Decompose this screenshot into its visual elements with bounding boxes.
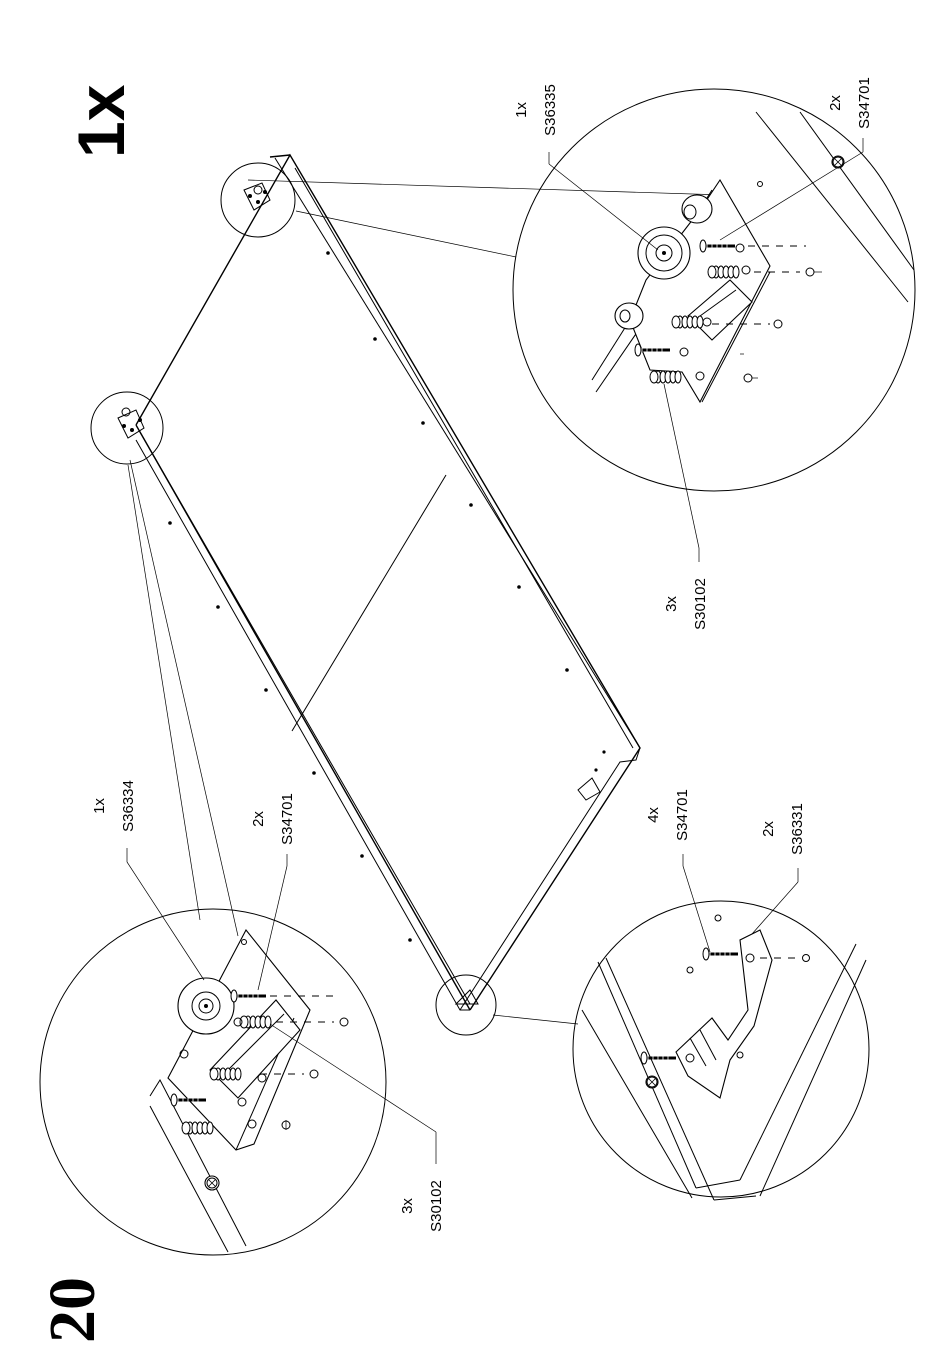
- svg-text:2x: 2x: [760, 821, 777, 837]
- svg-text:3x: 3x: [663, 596, 680, 612]
- callout-guide-screw: 4x S34701: [645, 789, 710, 952]
- door-panel-drawing: [118, 155, 640, 1010]
- callout-right-wheel: 1x S36335: [513, 84, 658, 250]
- svg-text:1x: 1x: [91, 798, 108, 814]
- svg-text:S34701: S34701: [674, 789, 691, 841]
- svg-text:S36334: S36334: [120, 780, 137, 832]
- detail-left-wheel: [40, 909, 386, 1255]
- detail-bottom-guide: [573, 901, 869, 1200]
- callout-right-spring-screw: 3x S30102: [663, 384, 709, 630]
- svg-text:3x: 3x: [399, 1198, 416, 1214]
- svg-text:S34701: S34701: [279, 793, 296, 845]
- svg-text:S30102: S30102: [692, 578, 709, 630]
- assembly-quantity: 1x: [64, 84, 138, 158]
- zoom-marker-left: [91, 392, 163, 464]
- svg-text:4x: 4x: [645, 807, 662, 823]
- zoom-marker-bottom: [436, 975, 496, 1035]
- detail-top-right-wheel: [513, 89, 915, 491]
- callout-left-wheel: 1x S36334: [91, 780, 204, 980]
- svg-text:20: 20: [36, 1277, 109, 1343]
- svg-text:2x: 2x: [250, 811, 267, 827]
- step-number: 20: [36, 1277, 109, 1343]
- callout-right-screw: 2x S34701: [720, 77, 873, 240]
- svg-text:2x: 2x: [827, 95, 844, 111]
- callout-guide-bracket: 2x S36331: [752, 803, 806, 934]
- svg-text:S36331: S36331: [789, 803, 806, 855]
- svg-text:S34701: S34701: [856, 77, 873, 129]
- svg-text:S30102: S30102: [428, 1180, 445, 1232]
- svg-text:1x: 1x: [64, 84, 138, 158]
- panel-hardware-bottom: [456, 750, 606, 1004]
- svg-text:1x: 1x: [513, 102, 530, 118]
- svg-text:S36335: S36335: [542, 84, 559, 136]
- callout-left-spring-screw: 3x S30102: [270, 1024, 445, 1232]
